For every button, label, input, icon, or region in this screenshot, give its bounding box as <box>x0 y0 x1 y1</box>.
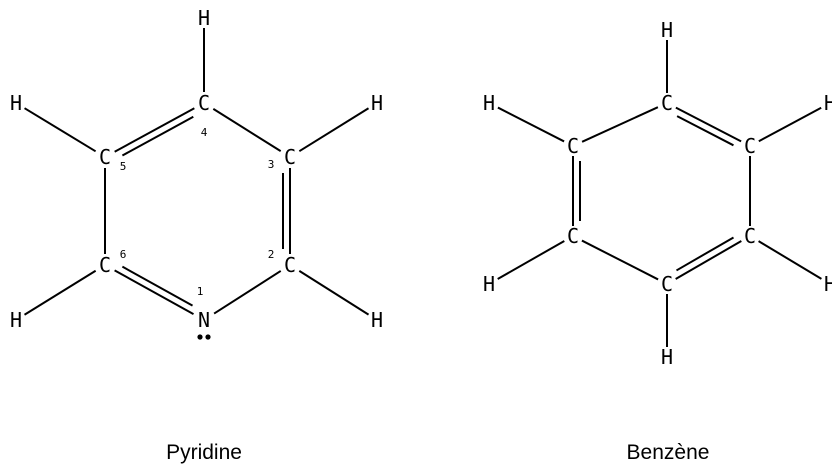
atom-c4: C <box>661 272 673 296</box>
bond-c6-n1 <box>114 269 194 316</box>
bond-c3-c4 <box>675 240 742 280</box>
position-number-2: 2 <box>268 248 275 261</box>
benzene-caption: Benzène <box>627 441 710 464</box>
atom-h5: H <box>483 272 495 296</box>
atom-c2: C <box>744 134 756 158</box>
atom-n1: N <box>198 308 210 332</box>
bond-c6-n1-second-line <box>121 265 194 307</box>
atom-h5: H <box>10 91 22 115</box>
position-number-3: 3 <box>268 158 275 171</box>
bond-c2-h2 <box>298 270 370 316</box>
atom-h1: H <box>661 18 673 42</box>
pyridine-structure: N C C C C C H H H H H 1 2 3 4 5 6 <box>10 6 383 340</box>
bond-c3-c4-second-line <box>675 236 735 272</box>
atom-c5: C <box>567 224 579 248</box>
bond-c3-c4 <box>212 108 282 152</box>
bond-c5-h5 <box>24 107 97 153</box>
atom-h6: H <box>483 91 495 115</box>
atom-h3: H <box>371 91 383 115</box>
atom-c6: C <box>99 253 111 277</box>
atom-c6: C <box>567 134 579 158</box>
bond-c3-h3 <box>298 107 370 153</box>
atom-c4: C <box>198 91 210 115</box>
atom-h6: H <box>10 308 22 332</box>
atom-h3: H <box>824 272 832 296</box>
bond-c3-h3 <box>758 240 822 280</box>
atom-c1: C <box>661 91 673 115</box>
bond-c6-h6 <box>23 269 97 316</box>
bond-c1-c2 <box>675 106 742 143</box>
bond-c6-c1 <box>581 106 659 143</box>
position-number-4: 4 <box>201 126 208 139</box>
bond-c4-c5 <box>114 107 195 153</box>
bond-c1-c2-second-line <box>676 115 734 147</box>
bond-c2-h2 <box>758 106 822 143</box>
lone-pair-dots <box>197 334 211 340</box>
atom-h4: H <box>661 345 673 369</box>
bond-c6-h6 <box>497 106 565 143</box>
bond-c5-h5 <box>497 240 565 280</box>
atom-c3: C <box>284 145 296 169</box>
position-number-5: 5 <box>120 160 127 173</box>
bond-n1-c2 <box>213 270 282 315</box>
bond-c4-c5 <box>581 239 659 281</box>
bond-c4-c5-second-line <box>121 115 194 157</box>
atom-c2: C <box>284 253 296 277</box>
atom-h2: H <box>371 308 383 332</box>
benzene-structure: C C C C C C H H H H H H <box>483 18 832 369</box>
atom-c3: C <box>744 224 756 248</box>
atom-h2: H <box>824 91 832 115</box>
atom-h4: H <box>198 6 210 30</box>
position-number-6: 6 <box>120 248 127 261</box>
position-number-1: 1 <box>197 285 204 298</box>
atom-c5: C <box>99 145 111 169</box>
pyridine-caption: Pyridine <box>166 441 242 464</box>
